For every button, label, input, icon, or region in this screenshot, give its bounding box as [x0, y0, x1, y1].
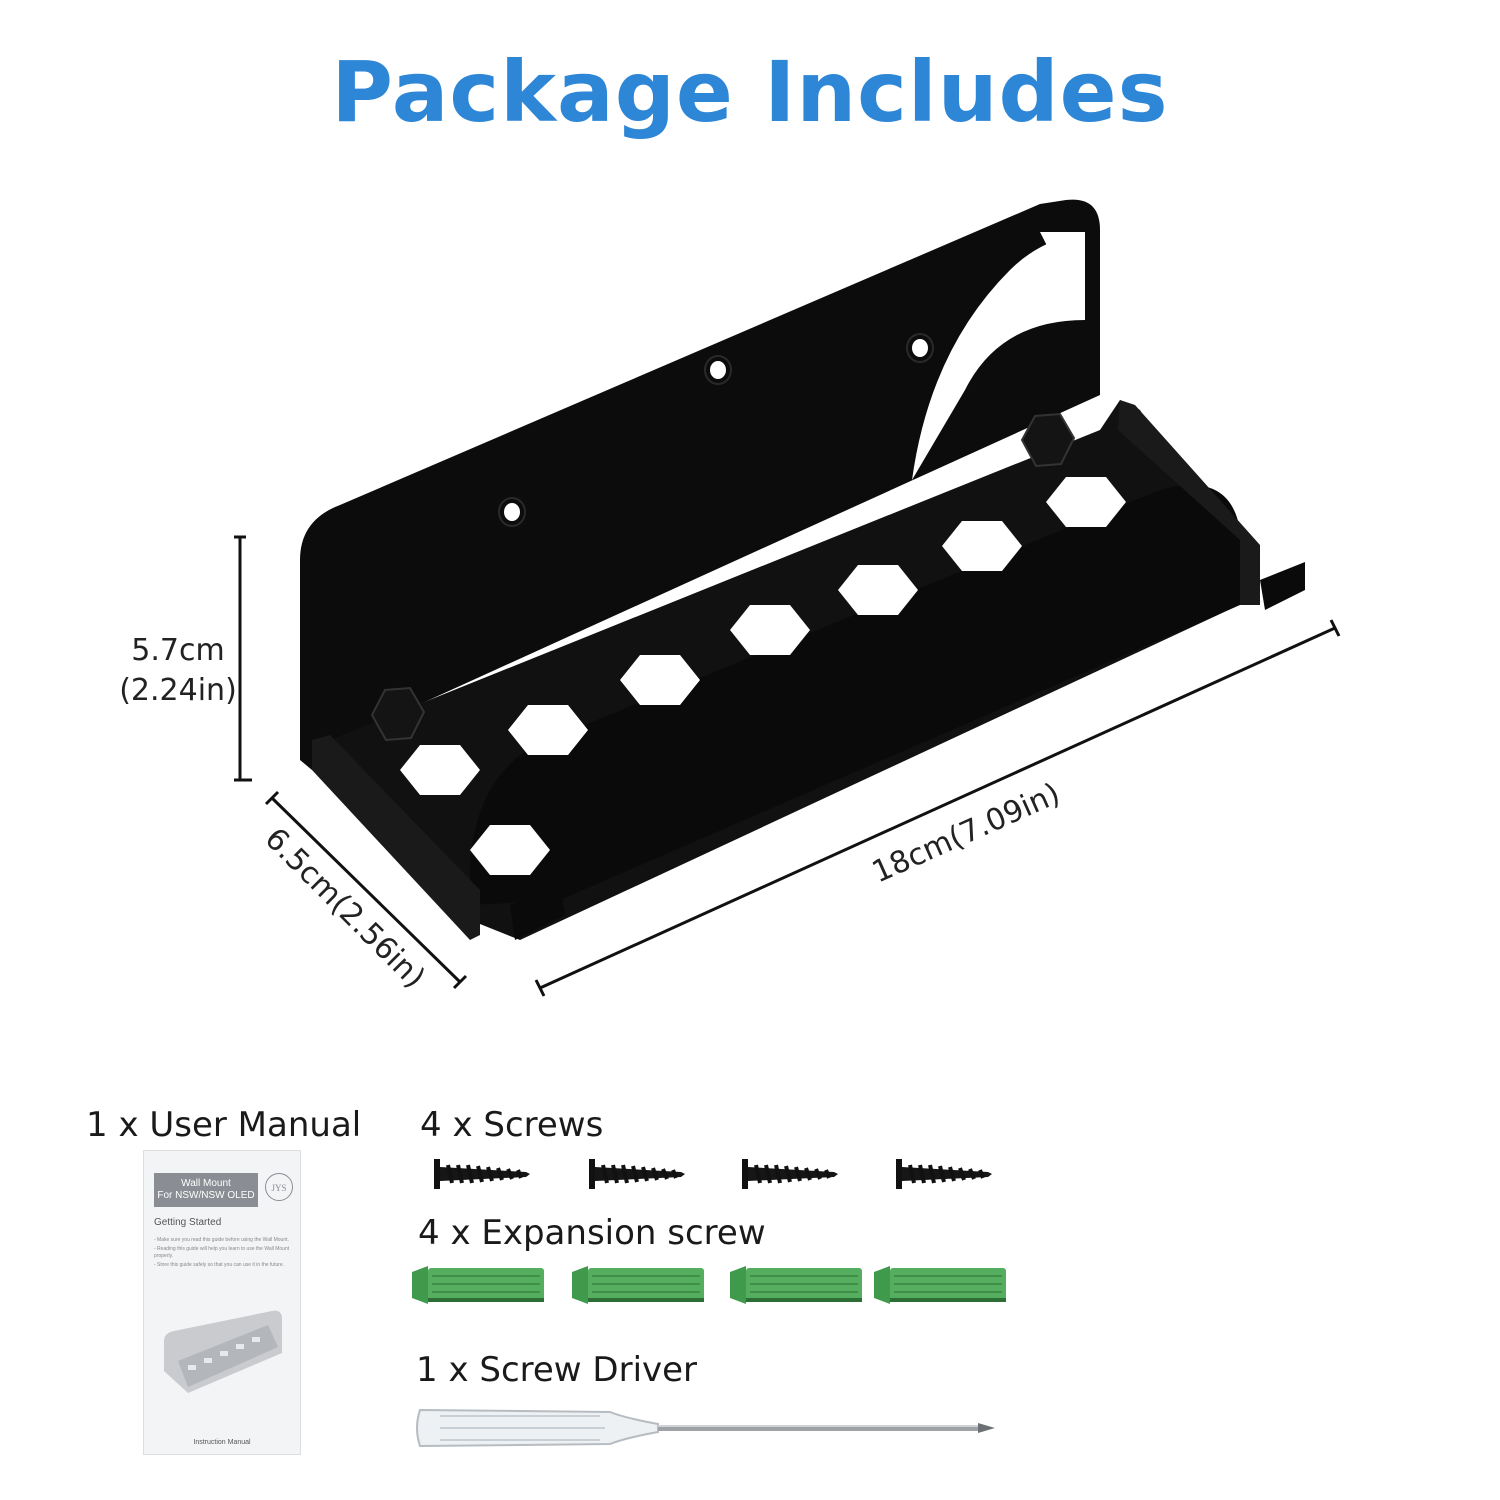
manual-note: - Reading this guide will help you learn…: [154, 1246, 290, 1259]
expansion-anchor-icon: [874, 1266, 1006, 1304]
screws-row: [434, 1159, 992, 1189]
height-dimension-label: 5.7cm: [131, 633, 224, 668]
screw-icon: [742, 1159, 838, 1189]
screw-driver-label: 1 x Screw Driver: [416, 1350, 698, 1390]
manual-notes: - Make sure you read this guide before u…: [154, 1237, 294, 1271]
manual-bracket-image: [164, 1310, 282, 1393]
expansion-anchor-icon: [572, 1266, 704, 1304]
expansion-screws-label: 4 x Expansion screw: [418, 1213, 766, 1253]
screws-label: 4 x Screws: [420, 1105, 604, 1145]
manual-header: Wall Mount For NSW/NSW OLED: [154, 1173, 258, 1207]
user-manual-booklet: Wall Mount For NSW/NSW OLED JYS Getting …: [143, 1150, 301, 1455]
manual-note: - Make sure you read this guide before u…: [154, 1237, 289, 1243]
expansion-anchor-icon: [412, 1266, 544, 1304]
manual-header-line1: Wall Mount: [181, 1178, 231, 1189]
manual-header-line2: For NSW/NSW OLED: [157, 1190, 255, 1201]
screw-icon: [589, 1159, 685, 1189]
wall-mount-bracket-icon: 5.7cm (2.24in) 6.5cm(2.56in) 18cm(7.09in…: [119, 199, 1341, 997]
height-dimension-inches-label: (2.24in): [119, 673, 237, 708]
screw-icon: [434, 1159, 530, 1189]
page-title: Package Includes: [331, 43, 1169, 141]
manual-note: - Store this guide safely so that you ca…: [154, 1262, 285, 1268]
screwdriver-icon: [416, 1408, 995, 1448]
screw-icon: [896, 1159, 992, 1189]
manual-getting-started: Getting Started: [154, 1217, 222, 1228]
expansion-anchor-icon: [730, 1266, 862, 1304]
user-manual-label: 1 x User Manual: [86, 1105, 362, 1145]
expansion-anchors-row: [412, 1266, 1006, 1304]
manual-logo: JYS: [265, 1173, 293, 1201]
manual-footer: Instruction Manual: [193, 1439, 251, 1446]
